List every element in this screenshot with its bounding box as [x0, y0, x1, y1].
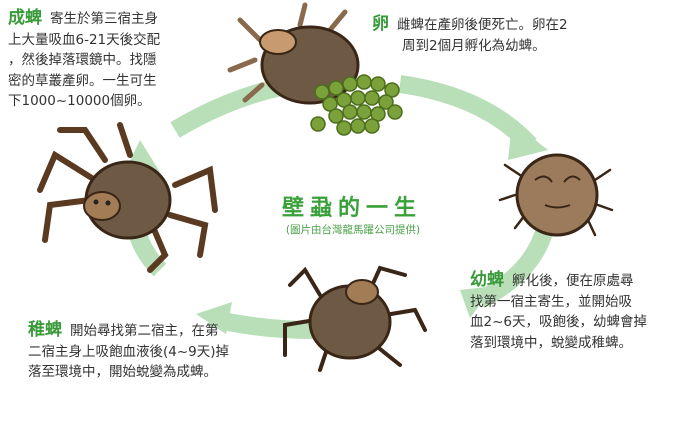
larva-line-3: 血2~6天，吸飽後，幼蜱會掉	[470, 314, 647, 330]
larva-line-4: 落到環境中，蛻變成稚蜱。	[470, 334, 632, 351]
adult-line-3: ，然後掉落環鏡中。找隱	[8, 52, 157, 68]
larva-line-2: 找第一宿主寄生，並開始吸	[470, 293, 632, 310]
diagram-title: 壁蝨的一生	[281, 196, 422, 221]
adult-line-4: 密的草叢產卵。一生可生	[8, 72, 157, 89]
larva-heading: 幼蜱	[470, 270, 504, 290]
adult-stage-text: 成蜱寄生於第三宿主身 上大量吸血6-21天後交配 ，然後掉落環鏡中。找隱 密的草…	[8, 8, 160, 112]
adult-line-2: 上大量吸血6-21天後交配	[8, 31, 161, 48]
female-tick-with-eggs	[227, 2, 403, 136]
egg-line-2: 周到2個月孵化為幼蜱。	[402, 37, 546, 54]
egg-cluster	[310, 74, 403, 136]
nymph-heading: 稚蜱	[28, 320, 62, 340]
egg-heading: 卵	[372, 14, 389, 34]
nymph-tick-illustration	[283, 265, 427, 372]
adult-tick-illustration	[37, 122, 218, 273]
nymph-line-3: 落至環境中，開始蛻變為成蜱。	[28, 364, 217, 380]
image-credit: (圖片由台灣龍馬躍公司提供)	[285, 224, 421, 236]
adult-line-1: 寄生於第三宿主身	[50, 11, 158, 27]
nymph-line-2: 二宿主身上吸飽血液後(4~9天)掉	[28, 343, 230, 360]
nymph-stage-text: 稚蜱開始尋找第二宿主，在第 二宿主身上吸飽血液後(4~9天)掉 落至環境中，開始…	[28, 320, 229, 383]
larva-tick-illustration	[498, 153, 614, 237]
larva-line-1: 孵化後，便在原處尋	[512, 273, 634, 289]
larva-stage-text: 幼蜱孵化後，便在原處尋 找第一宿主寄生，並開始吸 血2~6天，吸飽後，幼蜱會掉 …	[470, 270, 647, 353]
adult-line-5: 下1000~10000個卵。	[8, 93, 151, 109]
adult-heading: 成蜱	[8, 8, 42, 28]
nymph-line-1: 開始尋找第二宿主，在第	[70, 323, 219, 339]
egg-stage-text: 卵雌蜱在產卵後便死亡。卵在2 周到2個月孵化為幼蜱。	[372, 14, 568, 56]
egg-line-1: 雌蜱在產卵後便死亡。卵在2	[397, 17, 568, 33]
